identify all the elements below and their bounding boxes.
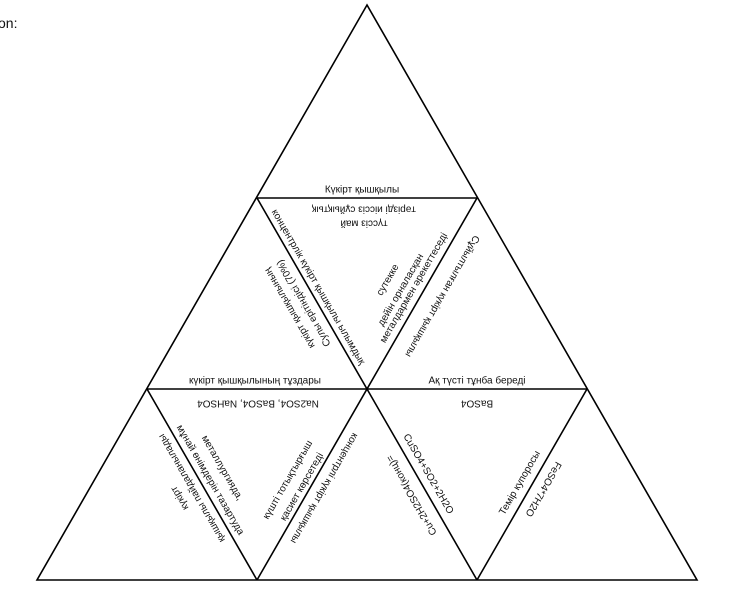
edge-text: CuSO4+SO2+2H2O [400, 432, 455, 516]
base-text: тәрізді иіссіз сұйықтық [311, 203, 415, 214]
top-label: күкірт қышқылының тұздары [189, 376, 321, 387]
edge-line [476, 388, 588, 581]
base-text: BaSO4 [460, 397, 493, 408]
edge-text: Cu+2H2SO4(конц)= [385, 453, 440, 537]
edge-line [146, 388, 258, 581]
outer-triangle [35, 3, 699, 581]
base-text: Na2SO4, BaSO4, NaHSO4 [197, 397, 319, 408]
top-label: Күкірт қышқылы [325, 185, 399, 196]
edge-line [256, 197, 478, 581]
top-label: Ақ түсті тұнба береді [428, 375, 525, 387]
caption-fragment: on: [0, 15, 18, 31]
base-text: түссіз май [340, 217, 387, 228]
